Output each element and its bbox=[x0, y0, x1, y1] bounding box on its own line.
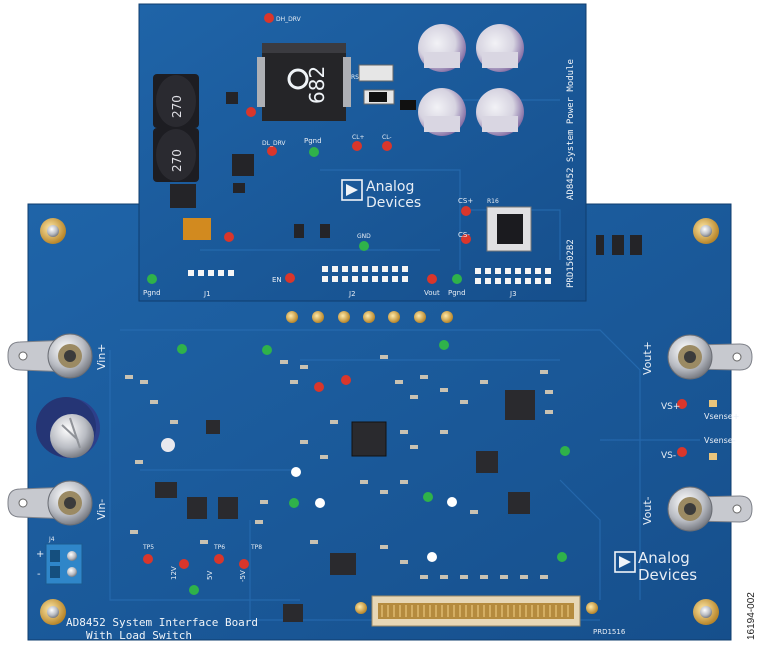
adi-logo-main bbox=[614, 551, 636, 573]
adi-logo-module bbox=[341, 179, 363, 201]
vs-plus-label: VS+ bbox=[661, 402, 680, 412]
main-board-part-number: PRD1516 bbox=[593, 628, 626, 636]
tp5-label: TP5 bbox=[142, 544, 154, 551]
j2-label: J2 bbox=[348, 290, 356, 298]
cl-plus-label: CL+ bbox=[352, 134, 365, 141]
rs-label: RS bbox=[351, 74, 359, 81]
main-brand-line2: Devices bbox=[638, 566, 697, 584]
vout-minus-label: Vout- bbox=[641, 496, 654, 525]
label-neg5v: -5V bbox=[239, 570, 247, 582]
r16-label: R16 bbox=[487, 198, 499, 205]
cs-plus-label: CS+ bbox=[458, 197, 473, 205]
vin-minus-label: Vin- bbox=[95, 499, 108, 520]
en-label: EN bbox=[272, 276, 282, 284]
main-board-ics bbox=[155, 390, 535, 622]
main-board-test-points bbox=[143, 340, 717, 595]
tp6-label: TP6 bbox=[213, 544, 225, 551]
board-title-line2: With Load Switch bbox=[86, 629, 192, 642]
pgnd-right-label: Pgnd bbox=[448, 289, 466, 297]
module-brand-line1: Analog bbox=[366, 179, 414, 195]
figure-id: 16194-002 bbox=[746, 592, 757, 640]
j4-label: J4 bbox=[48, 536, 55, 543]
inductor bbox=[257, 43, 351, 121]
fmc-connector bbox=[355, 595, 598, 627]
vsense-plus-label: Vsense+ bbox=[704, 412, 739, 421]
vout-plus-terminal bbox=[667, 334, 753, 380]
silkscreen-labels: AD8452 System Interface Board With Load … bbox=[36, 16, 739, 642]
label-12v: 12V bbox=[170, 566, 178, 580]
module-capacitors-left bbox=[153, 74, 199, 182]
tantalum-capacitor bbox=[183, 218, 211, 240]
module-headers bbox=[188, 266, 551, 284]
module-ics bbox=[170, 92, 642, 255]
cap1-marking: 270 bbox=[170, 95, 184, 118]
vin-plus-label: Vin+ bbox=[95, 343, 108, 370]
vsense-minus-label: Vsense- bbox=[704, 436, 736, 445]
vs-minus-label: VS- bbox=[661, 451, 676, 461]
cl-minus-label: CL- bbox=[382, 134, 392, 141]
inductor-marking: 682 bbox=[305, 66, 329, 104]
module-part-number: PRD1502B2 bbox=[566, 239, 576, 288]
screw-terminal-minus: - bbox=[37, 569, 41, 580]
shunt-resistors bbox=[358, 64, 532, 252]
j1-label: J1 bbox=[203, 290, 211, 298]
screw-terminal-j4 bbox=[45, 543, 83, 585]
vin-minus-terminal bbox=[7, 480, 93, 526]
power-module bbox=[138, 3, 642, 302]
pgnd-left-label: Pgnd bbox=[143, 289, 161, 297]
vin-plus-terminal bbox=[7, 333, 93, 379]
board-title-line1: AD8452 System Interface Board bbox=[66, 616, 258, 629]
module-title: AD8452 System Power Module bbox=[566, 59, 576, 200]
gnd-label: GND bbox=[357, 233, 371, 240]
vout-label: Vout bbox=[424, 289, 440, 297]
module-test-points bbox=[147, 13, 471, 284]
j3-label: J3 bbox=[509, 290, 517, 298]
vout-plus-label: Vout+ bbox=[641, 341, 654, 375]
dl-drv-label: DL_DRV bbox=[262, 140, 286, 147]
cap2-marking: 270 bbox=[170, 149, 184, 172]
module-capacitors-right bbox=[418, 24, 524, 136]
module-brand-line2: Devices bbox=[366, 195, 421, 211]
input-bulk-capacitor bbox=[36, 397, 100, 458]
label-5v: 5V bbox=[206, 571, 214, 580]
mounting-holes bbox=[40, 218, 719, 625]
tp8-label: TP8 bbox=[250, 544, 262, 551]
vout-minus-terminal bbox=[667, 486, 753, 532]
main-brand-line1: Analog bbox=[638, 549, 690, 567]
cs-minus-label: CS- bbox=[458, 231, 470, 239]
pcb-traces bbox=[109, 329, 700, 621]
test-pads-top-row bbox=[286, 311, 453, 323]
dh-drv-label: DH_DRV bbox=[276, 16, 302, 23]
screw-terminal-plus: + bbox=[36, 549, 44, 560]
pgnd-center-label: Pgnd bbox=[304, 137, 322, 145]
smd-passives bbox=[125, 355, 553, 579]
